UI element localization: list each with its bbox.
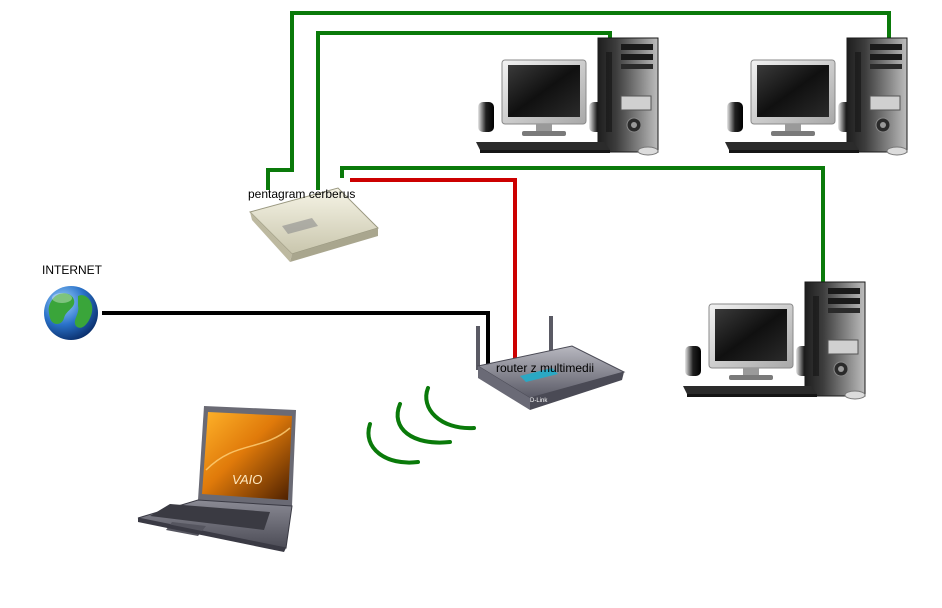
wireless-signal-icon xyxy=(366,386,476,465)
firewall-label: pentagram cerberus xyxy=(248,187,355,201)
cable-lan-desktop-3 xyxy=(340,166,825,288)
svg-text:D-Link: D-Link xyxy=(530,398,548,404)
cable-lan-desktop-2 xyxy=(266,11,891,190)
desktop-computer-icon xyxy=(475,37,659,156)
laptop-icon: VAIO xyxy=(137,406,296,552)
desktop-computer-icon xyxy=(682,281,866,400)
cable-red-router xyxy=(350,178,517,360)
cable-lan-desktop-1-route xyxy=(316,31,612,190)
router-label: router z multimedii xyxy=(496,361,594,375)
desktop-computer-icon xyxy=(724,37,908,156)
wireless-router-icon: D-Link xyxy=(476,316,626,410)
globe-icon xyxy=(44,286,98,340)
modem-icon xyxy=(249,187,379,262)
internet-label: INTERNET xyxy=(42,263,103,277)
laptop-brand-logo: VAIO xyxy=(232,472,262,487)
cable-wan-internet xyxy=(102,311,490,365)
